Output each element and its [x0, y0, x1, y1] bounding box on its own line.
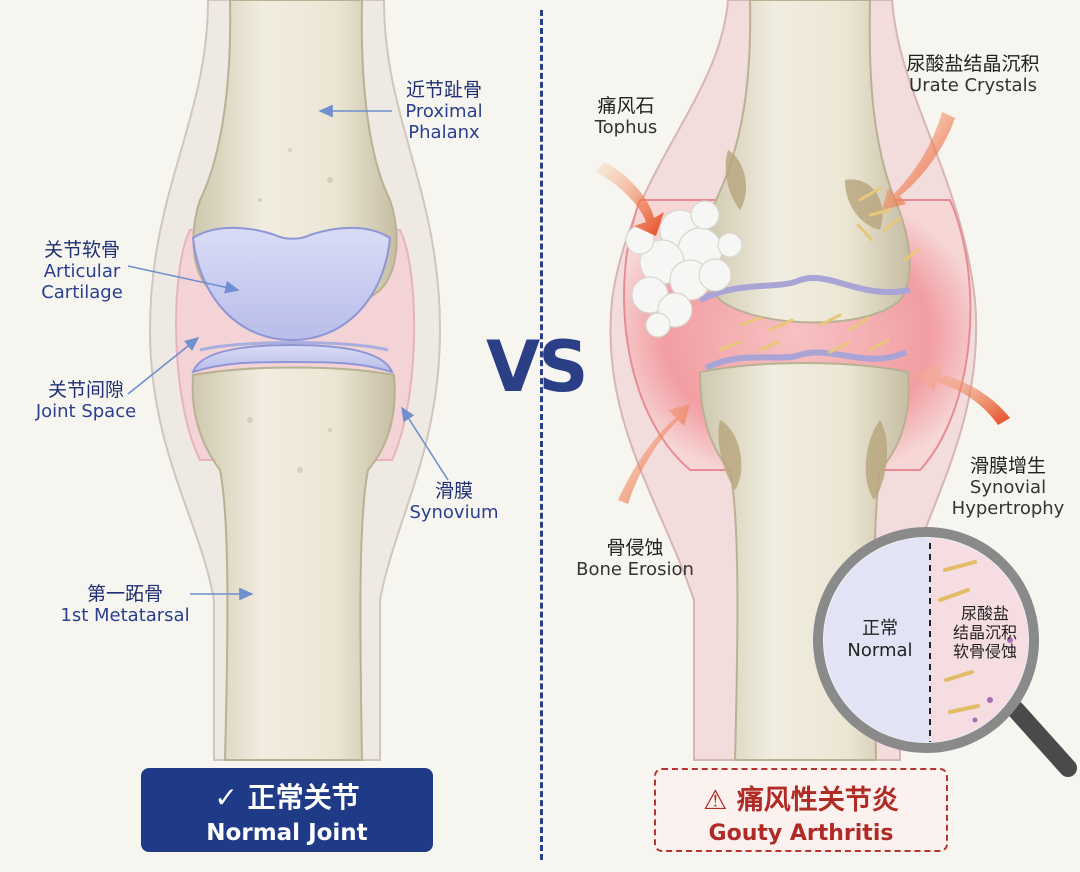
urate-crystal-needles [718, 186, 920, 354]
magnifier-gout-label: 尿酸盐 结晶沉积 软骨侵蚀 [940, 604, 1030, 662]
eroded-upper-cartilage [698, 274, 911, 303]
magnifier-normal-en: Normal [847, 639, 913, 661]
magnifier-gout-line2: 结晶沉积 [952, 623, 1017, 643]
label-tophus-zh: 痛风石 [597, 95, 655, 117]
label-bone-erosion-en: Bone Erosion [576, 558, 694, 580]
gout-badge-zh: 痛风性关节炎 [736, 785, 899, 816]
label-urate-crystals-zh: 尿酸盐结晶沉积 [906, 53, 1040, 75]
joint-space-gap [199, 341, 389, 352]
label-urate-crystals-en: Urate Crystals [909, 74, 1037, 96]
magnifier-handle [1007, 701, 1077, 777]
magnifier-gout-line3: 软骨侵蚀 [952, 642, 1017, 662]
label-articular-cartilage-en1: Articular [43, 260, 121, 282]
label-proximal-phalanx-en2: Phalanx [408, 121, 480, 143]
gout-badge-en: Gouty Arthritis [708, 821, 894, 846]
normal-pointer-lines [127, 104, 449, 601]
label-metatarsal-en: 1st Metatarsal [60, 604, 190, 626]
label-joint-space-zh: 关节间隙 [47, 379, 124, 401]
center-divider [540, 10, 543, 860]
eroded-lower-cartilage [704, 349, 908, 371]
label-tophus-en: Tophus [594, 116, 658, 138]
label-synovial-hypertrophy-en1: Synovial [969, 476, 1047, 498]
label-synovial-hypertrophy: 滑膜增生 Synovial Hypertrophy [940, 455, 1076, 519]
gout-badge: ⚠ 痛风性关节炎 Gouty Arthritis [654, 768, 948, 852]
label-articular-cartilage-zh: 关节软骨 [43, 239, 120, 261]
lower-articular-cartilage [191, 343, 394, 374]
gout-badge-title: ⚠ 痛风性关节炎 [656, 778, 946, 817]
label-metatarsal-zh: 第一跖骨 [86, 583, 163, 605]
label-synovium: 滑膜 Synovium [404, 480, 504, 524]
vs-label: VS [486, 326, 589, 408]
label-bone-erosion: 骨侵蚀 Bone Erosion [566, 537, 704, 581]
normal-badge-zh: 正常关节 [247, 781, 360, 814]
bone-texture [247, 148, 333, 473]
label-synovial-hypertrophy-zh: 滑膜增生 [969, 455, 1046, 477]
bone-erosion-pits [718, 150, 888, 500]
magnifier-normal-label: 正常 Normal [840, 618, 920, 661]
label-metatarsal: 第一跖骨 1st Metatarsal [56, 583, 194, 627]
tophus-deposit [625, 200, 743, 338]
metatarsal-bone [191, 366, 396, 761]
normal-joint-badge: ✓ 正常关节 Normal Joint [141, 768, 433, 852]
label-articular-cartilage-en2: Cartilage [41, 281, 123, 303]
label-joint-space-en: Joint Space [35, 400, 137, 422]
warning-icon: ⚠ [703, 785, 728, 816]
label-synovium-en: Synovium [409, 501, 499, 523]
label-proximal-phalanx-en1: Proximal [405, 100, 483, 122]
upper-articular-cartilage [191, 226, 392, 342]
label-proximal-phalanx: 近节趾骨 Proximal Phalanx [398, 79, 490, 143]
label-joint-space: 关节间隙 Joint Space [24, 379, 148, 423]
magnifier-gout-line1: 尿酸盐 [960, 604, 1009, 623]
normal-joint-illustration [148, 0, 442, 761]
normal-badge-en: Normal Joint [206, 820, 368, 846]
label-articular-cartilage: 关节软骨 Articular Cartilage [30, 239, 134, 303]
label-urate-crystals: 尿酸盐结晶沉积 Urate Crystals [888, 53, 1058, 97]
label-proximal-phalanx-zh: 近节趾骨 [405, 79, 482, 101]
label-synovium-zh: 滑膜 [434, 480, 473, 502]
check-icon: ✓ [214, 781, 238, 814]
label-bone-erosion-zh: 骨侵蚀 [606, 537, 664, 559]
normal-badge-title: ✓ 正常关节 [141, 776, 433, 816]
magnifier-inset [813, 527, 1077, 777]
label-tophus: 痛风石 Tophus [580, 95, 672, 139]
gout-pointer-arrows [596, 112, 1010, 504]
label-synovial-hypertrophy-en2: Hypertrophy [951, 497, 1065, 519]
magnifier-normal-zh: 正常 [862, 618, 898, 639]
